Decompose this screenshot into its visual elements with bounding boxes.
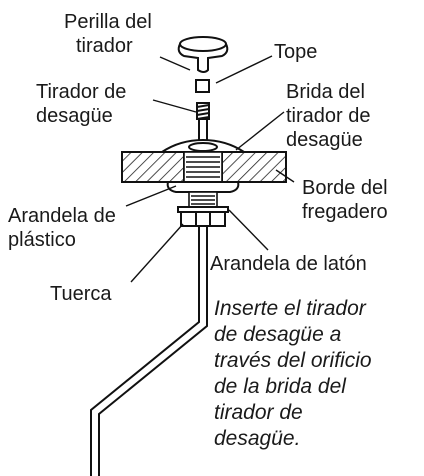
- flange-label-line: desagüe: [286, 129, 363, 151]
- sink-edge-label-line: fregadero: [302, 201, 388, 223]
- rod-upper-shape: [198, 119, 208, 142]
- stop-label: Tope: [274, 41, 318, 63]
- plastic-washer-label-line: Arandela de: [8, 205, 116, 227]
- sink-edge-label: Borde del fregadero: [302, 176, 388, 224]
- instruction-text: Inserte el tirador de desagüe a través d…: [214, 296, 372, 452]
- plastic-washer-label-line: plástico: [8, 229, 76, 251]
- flange-label: Brida del tirador de desagüe: [286, 80, 371, 152]
- knob-label-line: Perilla del: [64, 11, 152, 33]
- rod-label: Tirador de desagüe: [36, 80, 126, 128]
- brass-washer-label: Arandela de latón: [210, 253, 367, 275]
- lower-thread-shape: [188, 191, 218, 208]
- flange-body-shape: [183, 151, 223, 183]
- stop-shape: [195, 79, 210, 93]
- leader-lines: [125, 55, 295, 283]
- nut-shape: [180, 211, 226, 227]
- rod-lower-shape: [90, 226, 208, 476]
- plastic-washer-label: Arandela de plástico: [8, 204, 116, 252]
- instruction-line: de desagüe a: [214, 323, 342, 346]
- instruction-line: Inserte el tirador: [214, 297, 366, 320]
- instruction-line: desagüe.: [214, 427, 301, 450]
- knob-shape: [177, 36, 229, 73]
- instruction-line: tirador de: [214, 401, 303, 424]
- knob-label: Perilla del tirador: [64, 10, 152, 58]
- knob-label-line: tirador: [76, 35, 133, 57]
- flange-shape: [158, 138, 248, 153]
- sink-edge-label-line: Borde del: [302, 177, 388, 199]
- instruction-line: de la brida del: [214, 375, 346, 398]
- rod-label-line: desagüe: [36, 105, 113, 127]
- instruction-line: través del orificio: [214, 349, 372, 372]
- plastic-washer-shape: [166, 181, 240, 193]
- rod-thread-shape: [196, 102, 210, 120]
- flange-label-line: tirador de: [286, 105, 371, 127]
- rod-label-line: Tirador de: [36, 81, 127, 103]
- flange-label-line: Brida del: [286, 81, 365, 103]
- nut-label: Tuerca: [50, 283, 112, 305]
